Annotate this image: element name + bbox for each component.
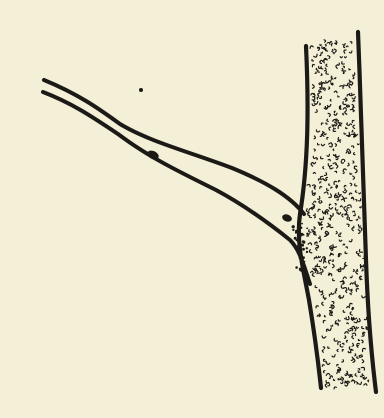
speckle bbox=[292, 225, 295, 228]
speckle bbox=[352, 308, 353, 310]
speckle bbox=[306, 251, 308, 253]
speckle bbox=[302, 248, 305, 251]
speckle bbox=[346, 46, 348, 47]
speckle bbox=[336, 289, 337, 291]
speckle bbox=[306, 247, 308, 249]
speckle bbox=[302, 241, 305, 244]
speckle bbox=[331, 76, 332, 78]
speckle bbox=[292, 229, 294, 231]
speckle bbox=[306, 233, 308, 235]
speckle bbox=[306, 227, 308, 229]
speckle bbox=[306, 235, 308, 237]
speckle bbox=[333, 149, 334, 151]
stray-dot bbox=[139, 88, 143, 92]
speckle bbox=[358, 144, 360, 145]
speckle bbox=[295, 266, 298, 269]
speckle bbox=[303, 234, 305, 236]
speckle bbox=[335, 122, 337, 123]
speckle bbox=[301, 223, 303, 225]
